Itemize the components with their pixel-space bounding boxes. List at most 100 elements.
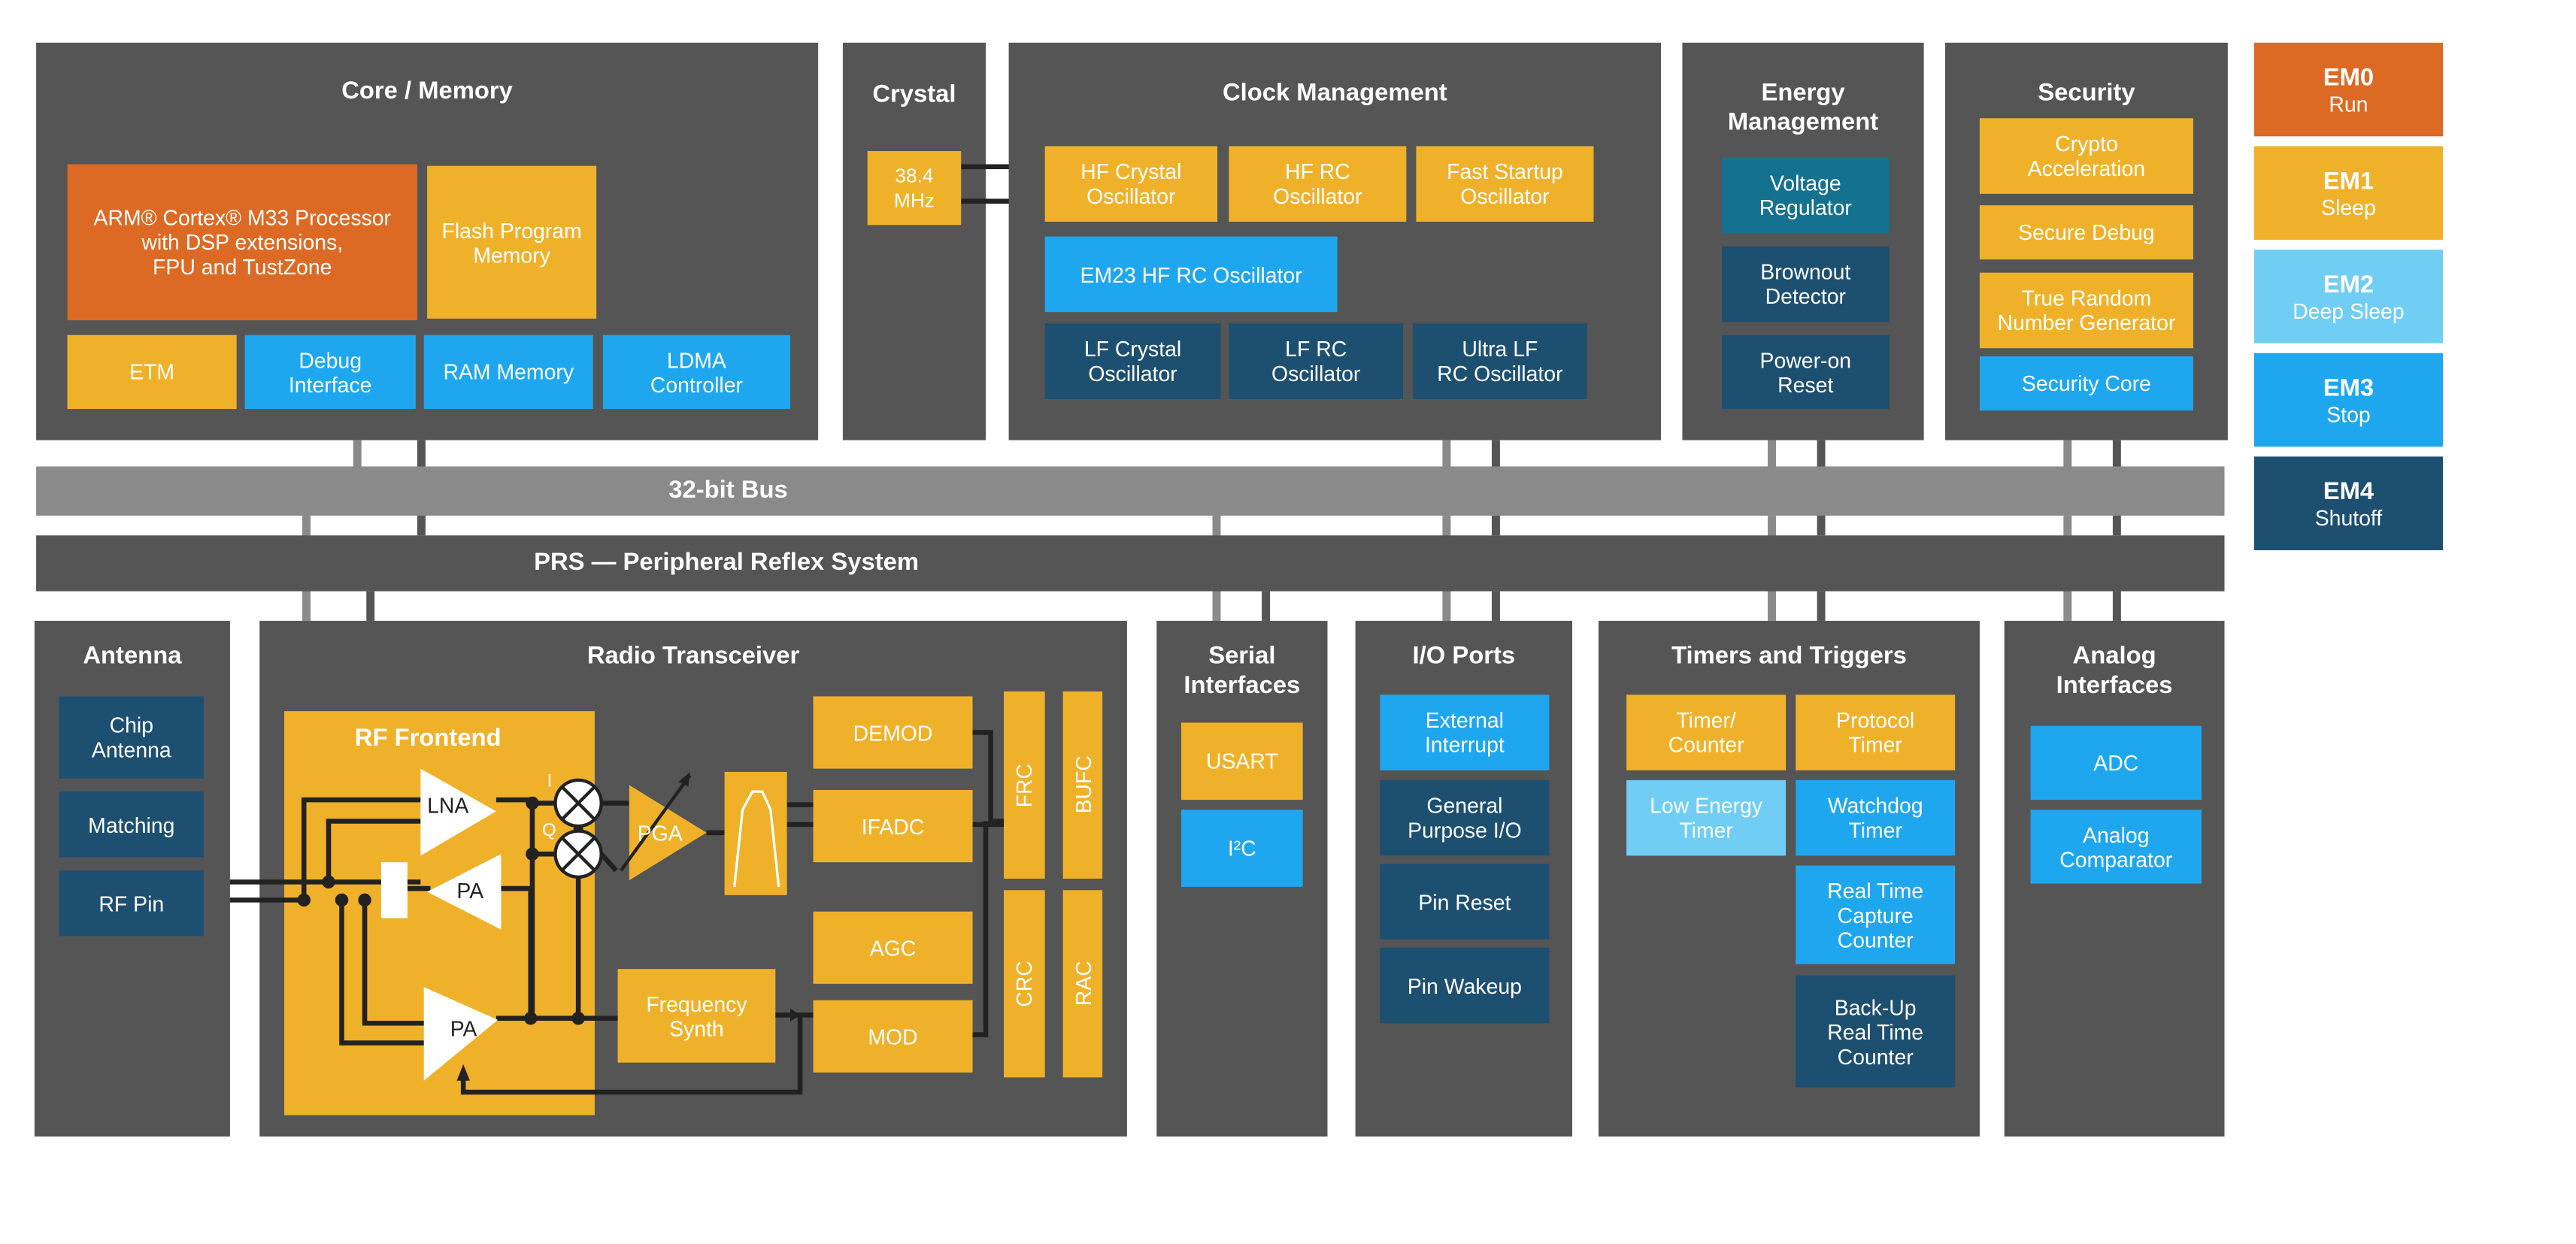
panel-title: Energy Management — [1727, 78, 1879, 137]
legend-name: Stop — [2326, 401, 2371, 427]
rf-pin-block: RF Pin — [59, 870, 204, 937]
crc-block: CRC — [1004, 890, 1045, 1078]
antenna-panel: Antenna Chip Antenna Matching RF Pin — [34, 620, 230, 1137]
legend-name: Run — [2329, 91, 2368, 117]
energy-management-panel: Energy Management Voltage Regulator Brow… — [1682, 42, 1924, 440]
prs-bar: PRS — Peripheral Reflex System — [36, 535, 2225, 592]
connector — [366, 591, 375, 621]
rf-signal-path: LNA PA PA I Q PGA — [229, 730, 1005, 1095]
pa-label: PA — [456, 879, 483, 903]
secure-debug-block: Secure Debug — [1979, 205, 2193, 260]
legend-mode: EM3 — [2323, 374, 2374, 402]
lf-rc-oscillator-block: LF RC Oscillator — [1229, 323, 1403, 399]
i2c-block: I²C — [1181, 810, 1303, 887]
panel-title: I/O Ports — [1412, 642, 1516, 670]
legend-mode: EM0 — [2323, 63, 2374, 92]
connector — [353, 440, 362, 470]
legend-mode: EM2 — [2323, 270, 2374, 298]
panel-title: Serial Interfaces — [1183, 642, 1301, 700]
timers-panel: Timers and Triggers Timer/ Counter Proto… — [1599, 620, 1980, 1137]
connector — [2063, 440, 2072, 470]
ram-memory-block: RAM Memory — [423, 334, 593, 410]
legend-em0: EM0 Run — [2253, 42, 2444, 137]
pga-amplifier-icon — [629, 785, 707, 881]
legend-em1: EM1 Sleep — [2253, 146, 2444, 241]
legend-em3: EM3 Stop — [2253, 353, 2444, 447]
frc-block: FRC — [1004, 691, 1045, 879]
adc-block: ADC — [2030, 725, 2202, 801]
gpio-block: General Purpose I/O — [1380, 779, 1550, 856]
ldma-controller-block: LDMA Controller — [602, 334, 790, 410]
rf-switch — [380, 862, 408, 919]
legend-mode: EM1 — [2323, 166, 2374, 195]
matching-block: Matching — [59, 791, 204, 858]
crystal-link — [961, 164, 1047, 170]
prs-label: PRS — Peripheral Reflex System — [534, 548, 919, 577]
mixer-i-icon — [553, 778, 603, 828]
power-on-reset-block: Power-on Reset — [1721, 334, 1890, 410]
legend-name: Sleep — [2321, 194, 2376, 219]
crypto-acceleration-block: Crypto Acceleration — [1979, 118, 2193, 194]
ultra-lf-rc-oscillator-block: Ultra LF RC Oscillator — [1413, 323, 1587, 399]
demod-block: DEMOD — [813, 696, 973, 769]
connector — [1817, 591, 1826, 621]
rac-block: RAC — [1062, 890, 1103, 1078]
protocol-timer-block: Protocol Timer — [1796, 695, 1956, 770]
bus-32bit: 32-bit Bus — [36, 466, 2225, 516]
lna-label: LNA — [427, 795, 468, 819]
brownout-detector-block: Brownout Detector — [1721, 246, 1890, 322]
i-label: I — [547, 771, 553, 791]
panel-title: Core / Memory — [341, 77, 513, 105]
crystal-panel: Crystal 38.4 MHz — [842, 42, 986, 440]
panel-title: Antenna — [83, 642, 182, 670]
bus-label: 32-bit Bus — [668, 476, 788, 504]
analog-interfaces-panel: Analog Interfaces ADC Analog Comparator — [2004, 620, 2225, 1137]
serial-interfaces-panel: Serial Interfaces USART I²C — [1156, 620, 1328, 1137]
clock-management-panel: Clock Management HF Crystal Oscillator H… — [1008, 42, 1662, 440]
timer-counter-block: Timer/ Counter — [1626, 695, 1787, 770]
pa-label: PA — [450, 1018, 477, 1042]
security-core-block: Security Core — [1979, 356, 2193, 411]
analog-comparator-block: Analog Comparator — [2030, 810, 2202, 884]
connector — [1442, 440, 1451, 470]
legend-name: Shutoff — [2314, 504, 2383, 530]
bandpass-filter-icon — [733, 790, 780, 888]
connector — [1262, 591, 1271, 621]
bufc-block: BUFC — [1062, 691, 1103, 879]
pin-wakeup-block: Pin Wakeup — [1380, 947, 1550, 1024]
crystal-link — [961, 198, 1047, 204]
io-ports-panel: I/O Ports External Interrupt General Pur… — [1355, 620, 1573, 1137]
pa-amplifier-icon — [423, 987, 499, 1081]
legend-name: Deep Sleep — [2293, 298, 2405, 323]
lna-amplifier-icon — [420, 768, 496, 856]
mod-block: MOD — [813, 1000, 973, 1073]
low-energy-timer-block: Low Energy Timer — [1626, 779, 1787, 856]
rtcc-block: Real Time Capture Counter — [1796, 865, 1956, 964]
crystal-freq-block: 38.4 MHz — [867, 151, 962, 225]
connector — [1768, 440, 1776, 470]
em23-oscillator-block: EM23 HF RC Oscillator — [1044, 236, 1338, 313]
legend-mode: EM4 — [2323, 477, 2374, 505]
agc-block: AGC — [813, 911, 973, 984]
panel-title: Crystal — [872, 80, 956, 109]
legend-em4: EM4 Shutoff — [2253, 456, 2444, 550]
security-panel: Security Crypto Acceleration Secure Debu… — [1945, 42, 2228, 440]
hf-crystal-oscillator-block: HF Crystal Oscillator — [1044, 146, 1218, 222]
core-memory-panel: Core / Memory ARM® Cortex® M33 Processor… — [36, 42, 819, 440]
frequency-synth-block: Frequency Synth — [617, 969, 776, 1063]
chip-antenna-block: Chip Antenna — [59, 696, 204, 779]
usart-block: USART — [1181, 722, 1303, 801]
connector — [1491, 591, 1500, 621]
flash-memory-block: Flash Program Memory — [427, 165, 597, 319]
processor-block: ARM® Cortex® M33 Processor with DSP exte… — [67, 164, 417, 321]
etm-block: ETM — [67, 334, 237, 410]
pin-reset-block: Pin Reset — [1380, 864, 1550, 940]
fast-startup-oscillator-block: Fast Startup Oscillator — [1416, 146, 1594, 222]
panel-title: Radio Transceiver — [586, 642, 800, 670]
pa-amplifier-icon — [427, 854, 502, 930]
external-interrupt-block: External Interrupt — [1380, 695, 1550, 770]
panel-title: Clock Management — [1222, 78, 1447, 107]
mixer-q-icon — [553, 829, 603, 879]
connector — [2112, 591, 2121, 621]
